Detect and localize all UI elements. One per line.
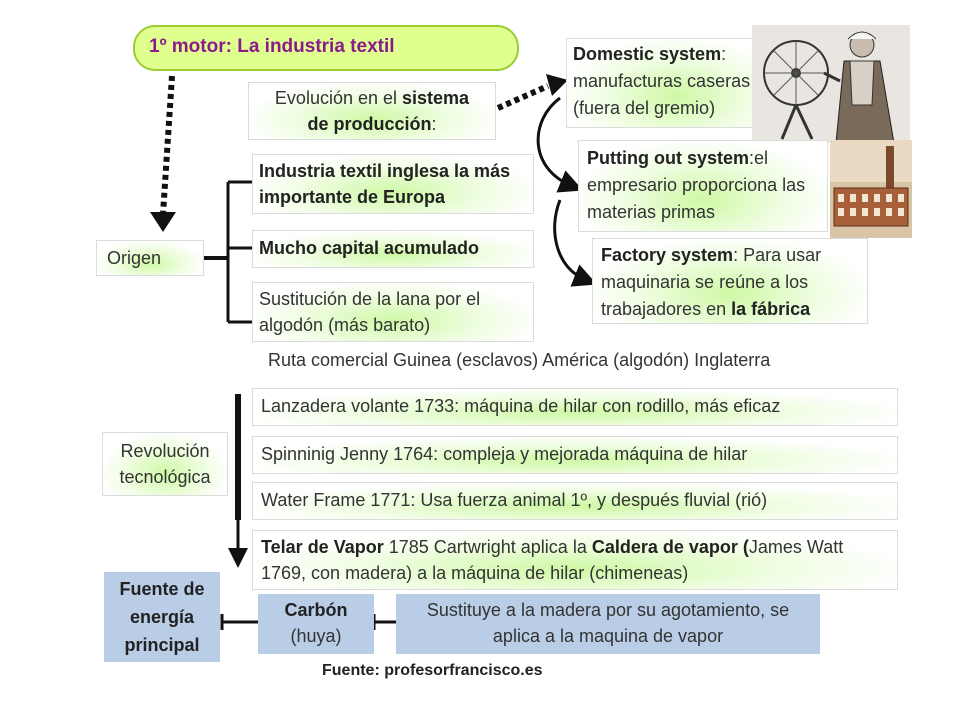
revolution-item-steam: Telar de Vapor 1785 Cartwright aplica la… xyxy=(252,530,898,590)
page-title: 1º motor: La industria textil xyxy=(133,25,519,71)
dotted-arrow-title-origen xyxy=(160,75,175,215)
trade-route-text: Ruta comercial Guinea (esclavos) América… xyxy=(268,350,771,370)
revolution-item-waterframe: Water Frame 1771: Usa fuerza animal 1º, … xyxy=(252,482,898,520)
origin-item-cotton: Sustitución de la lana por el algodón (m… xyxy=(252,282,534,342)
origin-item-capital: Mucho capital acumulado xyxy=(252,230,534,268)
revolution-label: Revolución tecnológica xyxy=(102,432,228,496)
putting-out-system-box: Putting out system:el empresario proporc… xyxy=(578,140,828,232)
arrowhead-steam xyxy=(228,548,248,568)
source-credit: Fuente: profesorfrancisco.es xyxy=(322,662,543,679)
arrowhead-domestic xyxy=(546,74,568,96)
production-intro: Evolución en el sistema de producción: xyxy=(248,82,496,140)
coal-box: Carbón (huya) xyxy=(258,594,374,654)
domestic-system-box: Domestic system: manufacturas caseras (f… xyxy=(566,38,788,128)
dotted-arrow-domestic xyxy=(496,83,550,111)
curve-arrow-putting-factory xyxy=(553,199,598,287)
coal-replacement-box: Sustituye a la madera por su agotamiento… xyxy=(396,594,820,654)
factory-image xyxy=(830,140,912,238)
spinning-wheel-image xyxy=(752,25,910,143)
factory-system-box: Factory system: Para usar maquinaria se … xyxy=(592,238,868,324)
revolution-item-lanzadera: Lanzadera volante 1733: máquina de hilar… xyxy=(252,388,898,426)
revolution-item-jenny: Spinninig Jenny 1764: compleja y mejorad… xyxy=(252,436,898,474)
curve-arrow-domestic-putting xyxy=(536,96,584,193)
origin-label: Origen xyxy=(96,240,204,276)
arrowhead-origen xyxy=(150,212,176,232)
origin-item-textile: Industria textil inglesa la más importan… xyxy=(252,154,534,214)
energy-label: Fuente de energía principal xyxy=(104,572,220,662)
